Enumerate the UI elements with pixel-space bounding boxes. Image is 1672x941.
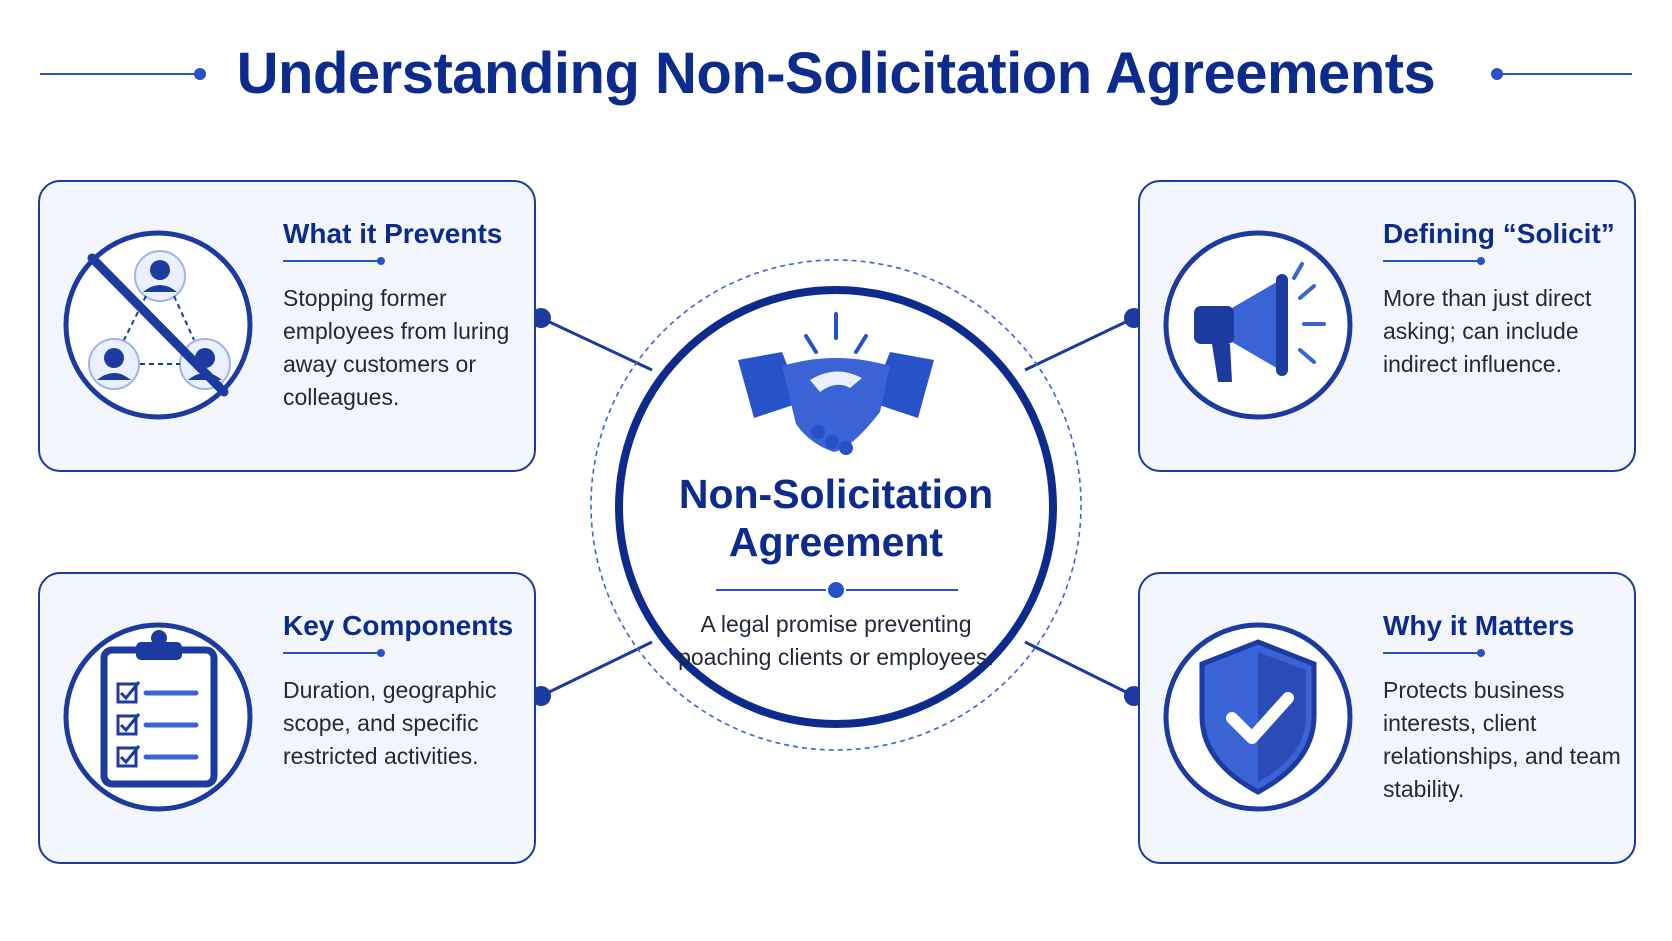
connector-prevents (540, 316, 653, 372)
title-dot-left (194, 68, 206, 80)
no-poaching-people-icon (60, 220, 256, 430)
page-title: Understanding Non-Solicitation Agreement… (236, 41, 1436, 106)
connector-matters (1024, 640, 1135, 698)
card-title: Defining “Solicit” (1383, 218, 1615, 249)
megaphone-icon (1160, 220, 1356, 430)
card-title-rule (283, 257, 385, 265)
card-text-matters: Why it Matters Protects business interes… (1383, 608, 1639, 806)
card-title: What it Prevents (283, 218, 503, 249)
card-defining-solicit: Defining “Solicit” More than just direct… (1138, 180, 1636, 472)
connector-components (540, 640, 653, 698)
card-title-rule (283, 649, 385, 657)
center-description: A legal promise preventing poaching clie… (678, 611, 994, 670)
card-description: Stopping former employees from luring aw… (283, 285, 510, 410)
card-text-solicit: Defining “Solicit” More than just direct… (1383, 216, 1639, 381)
title-rule-right (1500, 73, 1632, 75)
card-title: Why it Matters (1383, 610, 1575, 641)
center-divider-dot (828, 582, 844, 598)
handshake-icon (738, 312, 934, 455)
shield-check-icon (1160, 612, 1356, 822)
clipboard-checklist-icon (60, 612, 256, 822)
card-text-prevents: What it Prevents Stopping former employe… (283, 216, 539, 414)
title-dot-right (1491, 68, 1503, 80)
card-description: Duration, geographic scope, and specific… (283, 677, 497, 769)
card-key-components: Key Components Duration, geographic scop… (38, 572, 536, 864)
card-title-rule (1383, 649, 1485, 657)
card-title: Key Components (283, 610, 514, 641)
card-why-it-matters: Why it Matters Protects business interes… (1138, 572, 1636, 864)
card-what-it-prevents: What it Prevents Stopping former employe… (38, 180, 536, 472)
card-description: Protects business interests, client rela… (1383, 677, 1621, 802)
card-description: More than just direct asking; can includ… (1383, 285, 1592, 377)
connector-solicit (1024, 316, 1135, 372)
center-title: Non-Solicitation Agreement (678, 471, 994, 565)
card-title-rule (1383, 257, 1485, 265)
card-text-components: Key Components Duration, geographic scop… (283, 608, 539, 773)
title-rule-left (40, 73, 196, 75)
